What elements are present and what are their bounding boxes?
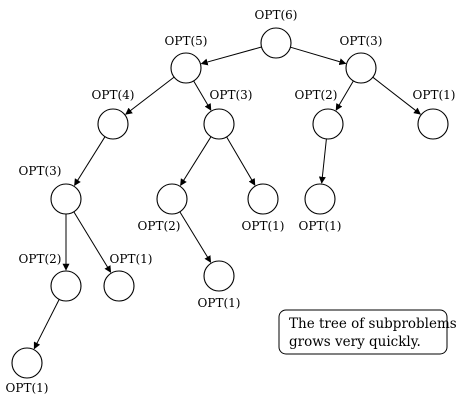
node-label: OPT(3): [210, 88, 253, 102]
tree-node-n1b: OPT(1): [242, 183, 285, 233]
node-label: OPT(2): [19, 252, 62, 266]
tree-node-n3a: OPT(3): [340, 34, 383, 84]
node-circle: [11, 347, 43, 379]
edge-n3a-to-n1a: [372, 76, 421, 115]
tree-node-n4: OPT(4): [92, 88, 135, 140]
edge-n3b-to-n1b: [226, 136, 256, 186]
node-circle: [50, 270, 82, 302]
node-circle: [50, 183, 82, 215]
edge-n6-to-n5: [200, 46, 262, 66]
callout-note: The tree of subproblems grows very quick…: [278, 309, 457, 355]
node-label: OPT(3): [340, 34, 383, 48]
node-label: OPT(1): [6, 381, 49, 395]
node-circle: [304, 183, 336, 215]
callout-line-1: The tree of subproblems: [289, 316, 457, 332]
edge-n5-to-n3b: [193, 80, 212, 111]
node-label: OPT(3): [19, 164, 62, 178]
tree-node-n1f: OPT(1): [6, 347, 49, 395]
edge-n2b-to-n1e: [179, 211, 212, 263]
node-label: OPT(1): [110, 252, 153, 266]
edge-n5-to-n4: [125, 76, 175, 115]
callout-line-2: grows very quickly.: [289, 334, 421, 350]
edge-n2c-to-n1f: [33, 299, 60, 350]
node-label: OPT(1): [413, 88, 456, 102]
node-label: OPT(2): [138, 219, 181, 233]
node-label: OPT(6): [255, 8, 298, 22]
node-circle: [103, 270, 135, 302]
tree-node-n2b: OPT(2): [138, 183, 188, 233]
node-circle: [156, 183, 188, 215]
edge-n3c-to-n1d: [73, 211, 112, 273]
node-circle: [203, 260, 235, 292]
edge-layer: [33, 46, 421, 350]
edge-n6-to-n3a: [290, 46, 347, 66]
node-circle: [260, 27, 292, 59]
edge-n2a-to-n1c: [318, 138, 327, 184]
node-label: OPT(1): [198, 296, 241, 310]
tree-node-n1e: OPT(1): [198, 260, 241, 310]
node-circle: [170, 52, 202, 84]
node-label: OPT(1): [242, 219, 285, 233]
node-layer: OPT(6) OPT(5) OPT(3) OPT(4) OPT(3) OPT(2) OPT(…: [6, 8, 456, 395]
node-circle: [345, 52, 377, 84]
node-label: OPT(1): [299, 219, 342, 233]
node-label: OPT(5): [165, 34, 208, 48]
tree-node-n3b: OPT(3): [203, 88, 253, 140]
node-circle: [247, 183, 279, 215]
tree-node-n5: OPT(5): [165, 34, 208, 84]
tree-node-n1c: OPT(1): [299, 183, 342, 233]
node-circle: [97, 108, 129, 140]
callout-box: [278, 309, 448, 355]
node-label: OPT(2): [295, 88, 338, 102]
node-circle: [203, 108, 235, 140]
node-circle: [312, 108, 344, 140]
tree-node-n6: OPT(6): [255, 8, 298, 59]
node-label: OPT(4): [92, 88, 135, 102]
tree-node-n3c: OPT(3): [19, 164, 82, 215]
edge-n3b-to-n2b: [180, 136, 212, 186]
tree-node-n1d: OPT(1): [103, 252, 153, 302]
tree-node-n1a: OPT(1): [413, 88, 456, 140]
edge-n3a-to-n2a: [335, 80, 354, 111]
edge-n4-to-n3c: [74, 136, 106, 186]
tree-node-n2c: OPT(2): [19, 252, 82, 302]
tree-node-n2a: OPT(2): [295, 88, 344, 140]
node-circle: [417, 108, 449, 140]
